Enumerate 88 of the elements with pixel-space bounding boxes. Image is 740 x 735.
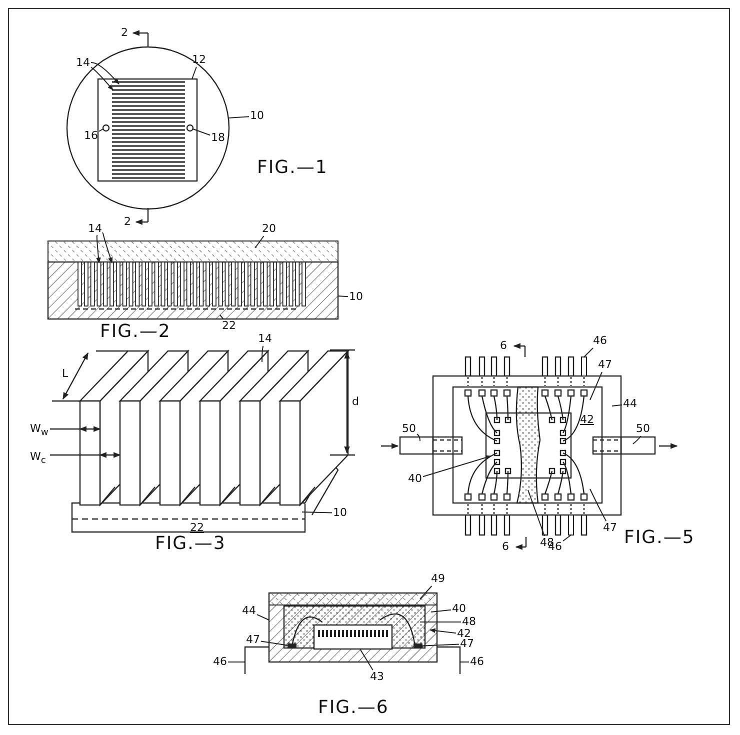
- port-hole: [186, 124, 194, 132]
- reference-numeral: 48: [462, 616, 476, 628]
- reference-numeral: 47: [460, 638, 474, 650]
- leader-line: [590, 372, 602, 400]
- leader-line: [430, 609, 452, 612]
- leader-line: [90, 66, 114, 90]
- reference-numeral: 22: [190, 522, 204, 534]
- reference-numeral: 20: [262, 223, 276, 235]
- dimension-label: W$_{c}$: [30, 451, 46, 468]
- reference-numeral: 16: [84, 130, 98, 142]
- microchannels-drawing: [112, 81, 185, 179]
- leader-line: [98, 128, 104, 132]
- leader-line: [192, 128, 210, 136]
- lead-pin: [581, 356, 587, 376]
- leader-line: [302, 512, 332, 514]
- reference-numeral: 50: [636, 423, 650, 435]
- figure-label: FIG.—2: [100, 322, 171, 342]
- dimension-label: L: [62, 368, 68, 380]
- leader-line: [102, 232, 113, 264]
- reference-numeral: 46: [470, 656, 484, 668]
- housing-drawing: [268, 592, 438, 663]
- reference-numeral: 49: [431, 573, 445, 585]
- leader-line: [420, 586, 432, 600]
- lead-drawing: [244, 646, 269, 674]
- reference-numeral: 14: [258, 333, 272, 345]
- port-hole: [102, 124, 110, 132]
- chip-drawing: [313, 624, 393, 650]
- leader-line: [416, 434, 420, 442]
- lid-drawing: [268, 592, 438, 606]
- reference-numeral: 47: [603, 522, 617, 534]
- reference-numeral: 47: [246, 634, 260, 646]
- dimension-label: W$_{w}$: [30, 423, 48, 440]
- lead-drawing: [437, 646, 461, 674]
- leader-line: [228, 116, 250, 118]
- leader-line: [338, 296, 348, 298]
- leader-line: [528, 490, 545, 536]
- reference-numeral: 22: [222, 320, 236, 332]
- leader-line: [256, 614, 270, 620]
- reference-numeral: 10: [250, 110, 264, 122]
- reference-numeral: 44: [242, 605, 256, 617]
- reference-numeral: 46: [213, 656, 227, 668]
- reference-numeral: 50: [402, 423, 416, 435]
- reference-numeral: 14: [76, 57, 90, 69]
- section-label: 2: [121, 27, 128, 39]
- leader-line: [562, 534, 572, 542]
- section-label: 2: [124, 216, 131, 228]
- reference-numeral: 40: [408, 473, 422, 485]
- leader-line: [90, 62, 120, 84]
- leader-line: [429, 628, 456, 634]
- reference-numeral: 40: [452, 603, 466, 615]
- leader-line: [262, 346, 264, 362]
- leader-line: [422, 455, 492, 478]
- section-label: 6: [500, 340, 507, 352]
- die-drawing: [97, 78, 198, 182]
- leader-line: [220, 314, 224, 320]
- reference-numeral: 44: [623, 398, 637, 410]
- reference-numeral: 10: [333, 507, 347, 519]
- reference-numeral: 42: [580, 414, 594, 426]
- leader-line: [584, 348, 594, 358]
- bond-pad: [288, 644, 296, 648]
- figure-label: FIG.—5: [624, 528, 695, 548]
- figure-label: FIG.—3: [155, 534, 226, 554]
- leader-line: [632, 436, 642, 444]
- section-label: 6: [502, 541, 509, 553]
- cover-plate-drawing: [48, 240, 338, 262]
- reference-numeral: 46: [593, 335, 607, 347]
- wafer-drawing: [66, 46, 230, 210]
- reference-numeral: 10: [349, 291, 363, 303]
- reference-numeral: 12: [192, 54, 206, 66]
- reference-numeral: 47: [598, 359, 612, 371]
- substrate-drawing: [47, 261, 339, 320]
- reference-numeral: 14: [88, 223, 102, 235]
- leader-line: [254, 236, 264, 248]
- microchannels-drawing: [78, 262, 306, 306]
- leader-line: [612, 404, 622, 406]
- figure-label: FIG.—1: [257, 158, 328, 178]
- potting-drawing: [283, 605, 426, 650]
- dimension-label: d: [352, 396, 359, 408]
- leader-line: [360, 648, 374, 670]
- reference-numeral: 43: [370, 671, 384, 683]
- reference-numeral: 18: [211, 132, 225, 144]
- leader-line: [192, 66, 197, 80]
- reference-numeral: 42: [457, 628, 471, 640]
- lead-pin: [568, 514, 574, 536]
- bond-pad: [414, 644, 422, 648]
- leader-line: [96, 235, 101, 264]
- leader-line: [590, 488, 607, 522]
- figure-label: FIG.—6: [318, 698, 389, 718]
